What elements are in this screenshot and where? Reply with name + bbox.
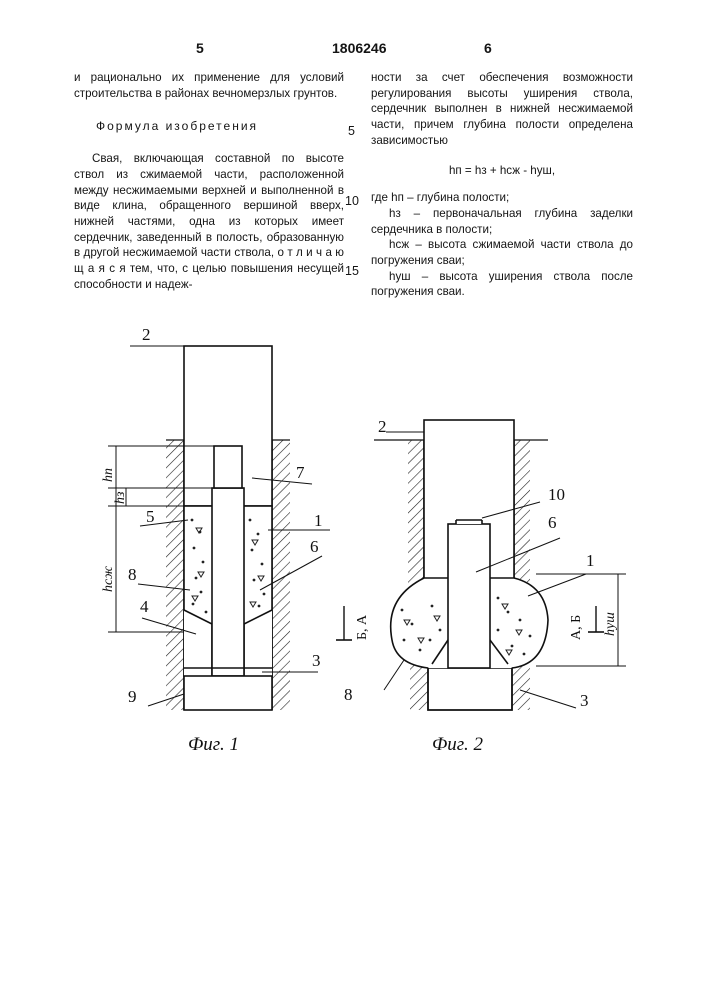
- fig2-label-6: 6: [548, 513, 557, 532]
- fig1-label-3: 3: [312, 651, 321, 670]
- fig1-label-1: 1: [314, 511, 323, 530]
- core-1: [212, 488, 244, 676]
- fig1-label-2: 2: [142, 325, 151, 344]
- lower-pile-part-1: [184, 676, 272, 710]
- soil-hatch-left-2: [408, 440, 424, 600]
- fig2-section-left: Б, А: [355, 614, 370, 640]
- fig1-dim-hp: hп: [101, 468, 116, 482]
- fig1-label-7: 7: [296, 463, 305, 482]
- fig2-label-8: 8: [344, 685, 353, 704]
- fig1-caption: Фиг. 1: [188, 734, 239, 755]
- fig2-label-10: 10: [548, 485, 565, 504]
- fig1-label-6: 6: [310, 537, 319, 556]
- fig1-label-4: 4: [140, 597, 149, 616]
- fig1-dim-hz: hз: [113, 491, 128, 504]
- fig2-label-1: 1: [586, 551, 595, 570]
- fig2-dim-hush: hуш: [603, 612, 618, 636]
- core-2: [448, 524, 490, 668]
- fig2-label-2: 2: [378, 417, 387, 436]
- fig1-label-5: 5: [146, 507, 155, 526]
- fig1-label-9: 9: [128, 687, 137, 706]
- figure-2: [336, 420, 626, 710]
- fig2-label-3: 3: [580, 691, 589, 710]
- fig2-caption: Фиг. 2: [432, 734, 483, 755]
- figure-1: [108, 346, 330, 710]
- cavity-1: [214, 446, 242, 488]
- fig2-section-right: А, Б: [569, 615, 584, 640]
- fig1-dim-hcm: hсж: [101, 566, 116, 592]
- soil-hatch-right-2: [514, 440, 530, 600]
- fig1-label-8: 8: [128, 565, 137, 584]
- soil-hatch-left: [166, 440, 184, 710]
